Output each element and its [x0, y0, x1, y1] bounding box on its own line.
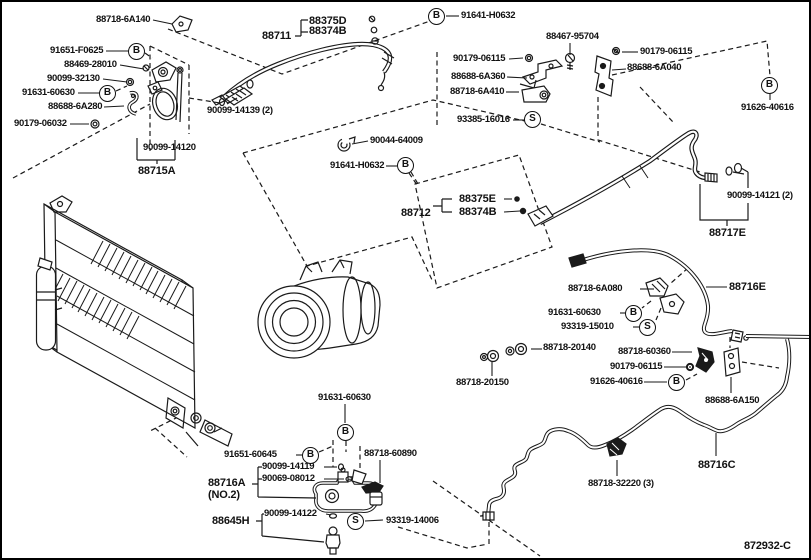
part-callout: 91651-60645	[224, 449, 277, 460]
part-callout: 88718-60360	[618, 346, 671, 357]
part-callout: 91641-H0632	[461, 10, 516, 21]
suction-pipe-88716c-drawing	[480, 334, 811, 521]
symbol-s-circle: S	[347, 513, 364, 530]
part-callout: 88718-32220 (3)	[588, 478, 654, 489]
part-callout: 90099-32130	[47, 73, 100, 84]
condenser-drawing	[43, 195, 233, 447]
part-callout: 93319-14006	[386, 515, 439, 526]
symbol-b-circle: B	[128, 43, 145, 60]
part-callout: 91631-60630	[22, 87, 75, 98]
part-callout: 88718-60890	[364, 448, 417, 459]
part-callout: 88469-28010	[64, 59, 117, 70]
part-callout: 91631-60630	[548, 307, 601, 318]
leader-lines	[70, 15, 771, 522]
liquid-pipe-88716e-drawing	[568, 248, 749, 343]
condenser-fins-hatch	[50, 240, 187, 340]
receiver-drier-drawing	[35, 257, 63, 351]
part-callout: 90179-06032	[14, 118, 67, 129]
symbol-s-circle: S	[639, 319, 656, 336]
part-callout: 91631-60630	[318, 392, 371, 403]
part-callout: 90179-06115	[453, 53, 506, 64]
part-callout: 88375E	[459, 193, 496, 205]
part-callout: 88716A	[208, 477, 246, 489]
part-callout: 90099-14119	[262, 461, 315, 472]
part-callout: 88718-6A080	[568, 283, 623, 294]
part-callout: 88688-6A040	[627, 62, 682, 73]
part-callout: 93385-16016	[457, 114, 510, 125]
part-callout: 88718-6A140	[96, 14, 151, 25]
symbol-b-circle: B	[428, 8, 445, 25]
part-callout: 88711	[262, 30, 291, 42]
part-callout: 93319-15010	[561, 321, 614, 332]
symbol-b-circle: B	[397, 157, 414, 174]
part-callout: 90044-64009	[370, 135, 423, 146]
part-callout: 90099-14120	[143, 142, 196, 153]
part-callout: 91641-H0632	[330, 160, 385, 171]
compressor-drawing	[257, 259, 381, 359]
symbol-b-circle: B	[337, 424, 354, 441]
part-callout: 88467-95704	[546, 31, 599, 42]
part-callout: 88688-6A280	[48, 101, 103, 112]
part-callout: 88688-6A150	[705, 395, 760, 406]
symbol-b-circle: B	[99, 85, 116, 102]
part-callout: 90099-14122	[264, 508, 317, 519]
drawing-number: 872932-C	[744, 540, 791, 552]
symbol-b-circle: B	[761, 77, 778, 94]
symbol-s-circle: S	[524, 111, 541, 128]
part-callout: (NO.2)	[208, 489, 240, 501]
part-callout: 88718-20140	[543, 342, 596, 353]
part-callout: 88375D	[309, 15, 347, 27]
part-callout: 90069-08012	[262, 473, 315, 484]
part-callout: 90179-06115	[610, 361, 663, 372]
part-callout: 88716E	[729, 281, 766, 293]
part-callout: 88718-20150	[456, 377, 509, 388]
part-callout: 90099-14121 (2)	[727, 190, 793, 201]
symbol-b-circle: B	[625, 305, 642, 322]
part-callout: 88715A	[138, 165, 176, 177]
discharge-hose-88712-drawing	[514, 129, 743, 227]
part-callout: 88716C	[698, 459, 736, 471]
fitting-parts	[90, 15, 741, 555]
part-callout: 90099-14139 (2)	[207, 105, 273, 116]
part-callout: 88688-6A360	[451, 71, 506, 82]
part-callout: 91626-40616	[590, 376, 643, 387]
part-callout: 88374B	[459, 206, 497, 218]
part-callout: 88717E	[709, 227, 746, 239]
label-brackets	[136, 19, 749, 543]
part-callout: 88645H	[212, 515, 250, 527]
part-callout: 88712	[401, 207, 431, 219]
part-callout: 90179-06115	[640, 46, 693, 57]
dashed-reference-lines	[12, 20, 780, 557]
symbol-b-circle: B	[668, 374, 685, 391]
part-callout: 91626-40616	[741, 102, 794, 113]
symbol-b-circle: B	[302, 447, 319, 464]
part-callout: 88718-6A410	[450, 86, 505, 97]
part-callout: 88374B	[309, 25, 347, 37]
part-callout: 91651-F0625	[50, 45, 104, 56]
